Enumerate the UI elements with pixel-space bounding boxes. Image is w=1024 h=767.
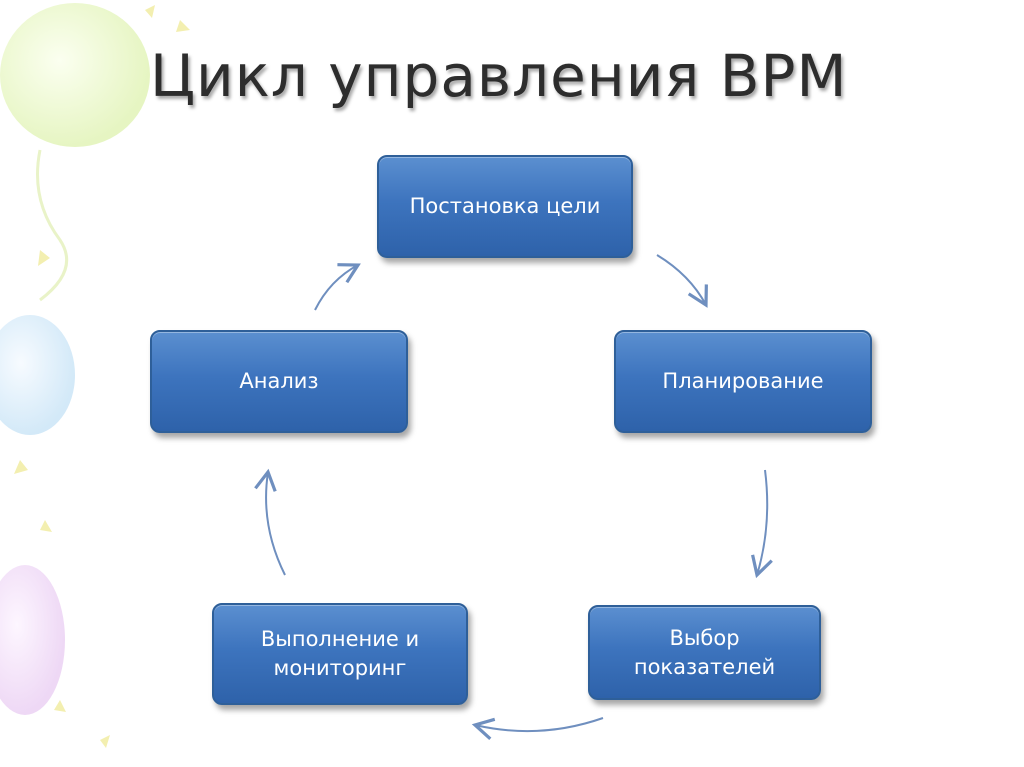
pink-balloon	[0, 565, 65, 715]
arrow-plan-to-metrics	[751, 469, 773, 579]
step-planning-label: Планирование	[662, 369, 824, 393]
green-balloon	[0, 3, 150, 302]
confetti	[14, 5, 190, 748]
step-metrics-selection-label: Выбор показателей	[633, 625, 776, 679]
step-metrics-selection: Выбор показателей	[588, 605, 821, 700]
step-planning: Планирование	[614, 330, 872, 433]
arrow-exec-to-analysis	[254, 468, 286, 576]
arrow-goal-to-plan	[656, 254, 708, 308]
step-execution-monitoring-label: Выполнение и мониторинг	[260, 627, 420, 680]
step-goal-setting-label: Постановка цели	[409, 194, 601, 218]
step-analysis: Анализ	[150, 330, 408, 433]
arrow-metrics-to-exec	[471, 717, 604, 740]
step-execution-monitoring: Выполнение и мониторинг	[212, 603, 468, 705]
step-goal-setting: Постановка цели	[377, 155, 633, 258]
arrow-analysis-to-goal	[314, 263, 361, 311]
blue-balloon	[0, 315, 75, 435]
step-analysis-label: Анализ	[239, 369, 319, 393]
slide-title: Цикл управления BPM	[150, 42, 848, 110]
